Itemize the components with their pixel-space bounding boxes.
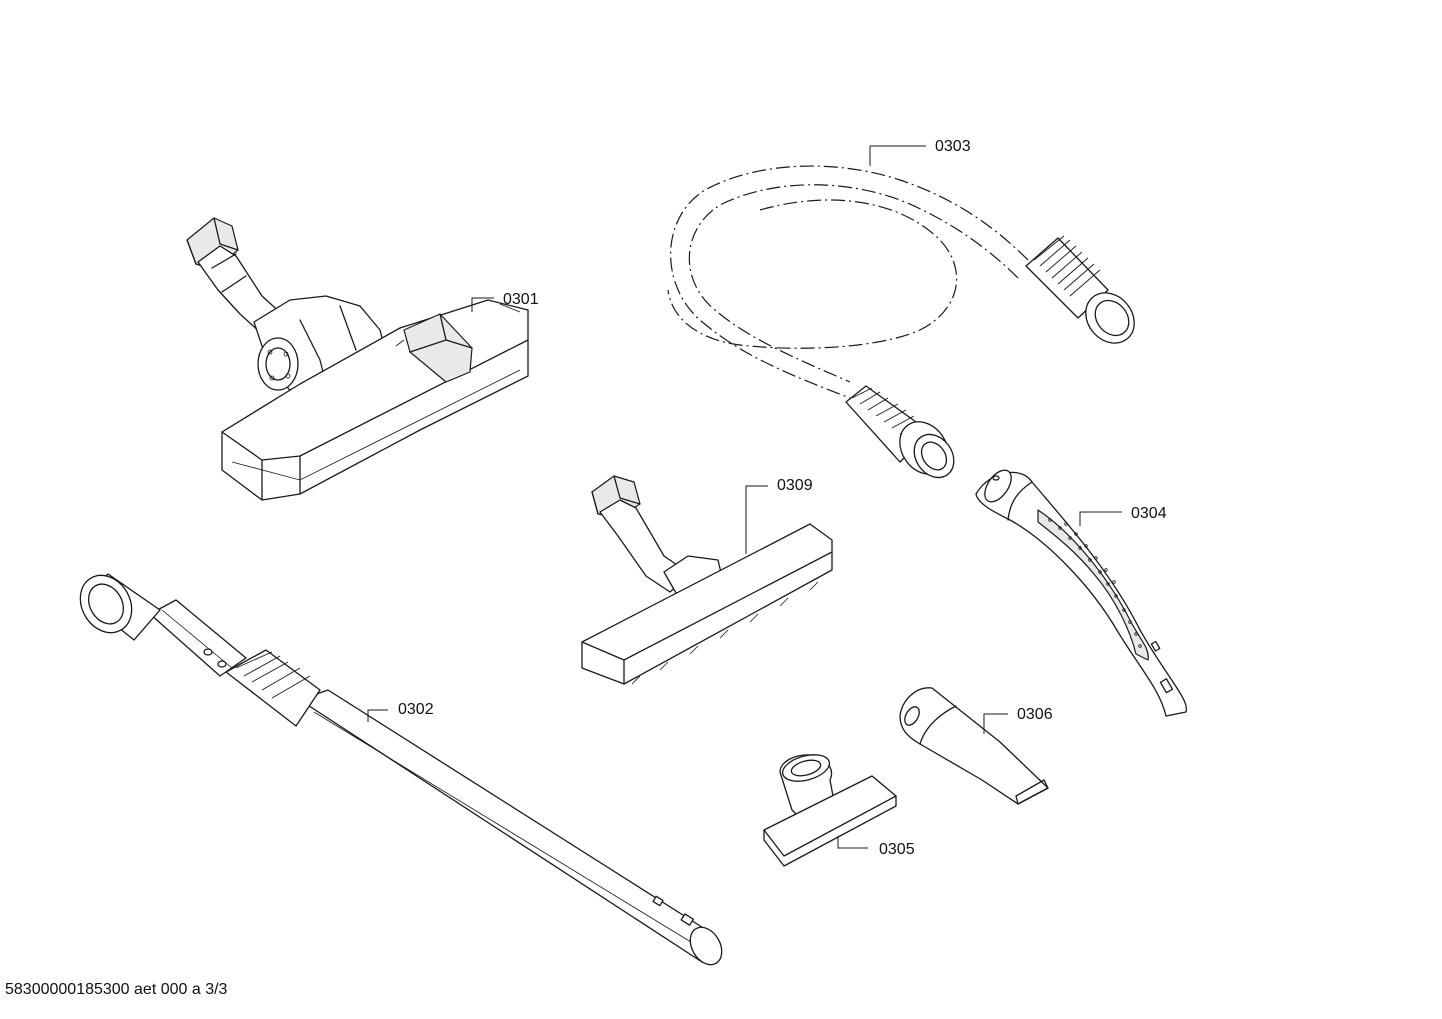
leader-0301 — [471, 297, 494, 312]
part-label-0306: 0306 — [1017, 706, 1053, 723]
part-label-0309: 0309 — [777, 477, 813, 494]
leader-0302 — [367, 709, 388, 722]
part-label-0301: 0301 — [503, 291, 539, 308]
leader-0303 — [869, 145, 926, 166]
leader-0309 — [745, 485, 768, 554]
floor-nozzle-icon — [186, 217, 529, 501]
part-label-0303: 0303 — [935, 138, 971, 155]
part-label-0305: 0305 — [879, 841, 915, 858]
parquet-nozzle-icon — [581, 475, 833, 685]
suction-hose-icon — [667, 165, 1135, 479]
hose-handle-icon — [975, 469, 1188, 717]
part-label-0302: 0302 — [398, 701, 434, 718]
telescopic-tube-icon — [79, 573, 723, 966]
part-label-0304: 0304 — [1131, 505, 1167, 522]
crevice-nozzle-icon — [899, 687, 1049, 805]
drawing-number: 58300000185300 aet 000 a 3/3 — [5, 981, 228, 998]
leader-0306 — [983, 713, 1008, 734]
leader-0304 — [1079, 511, 1122, 526]
leader-0305 — [837, 836, 868, 849]
upholstery-nozzle-icon — [763, 754, 897, 867]
